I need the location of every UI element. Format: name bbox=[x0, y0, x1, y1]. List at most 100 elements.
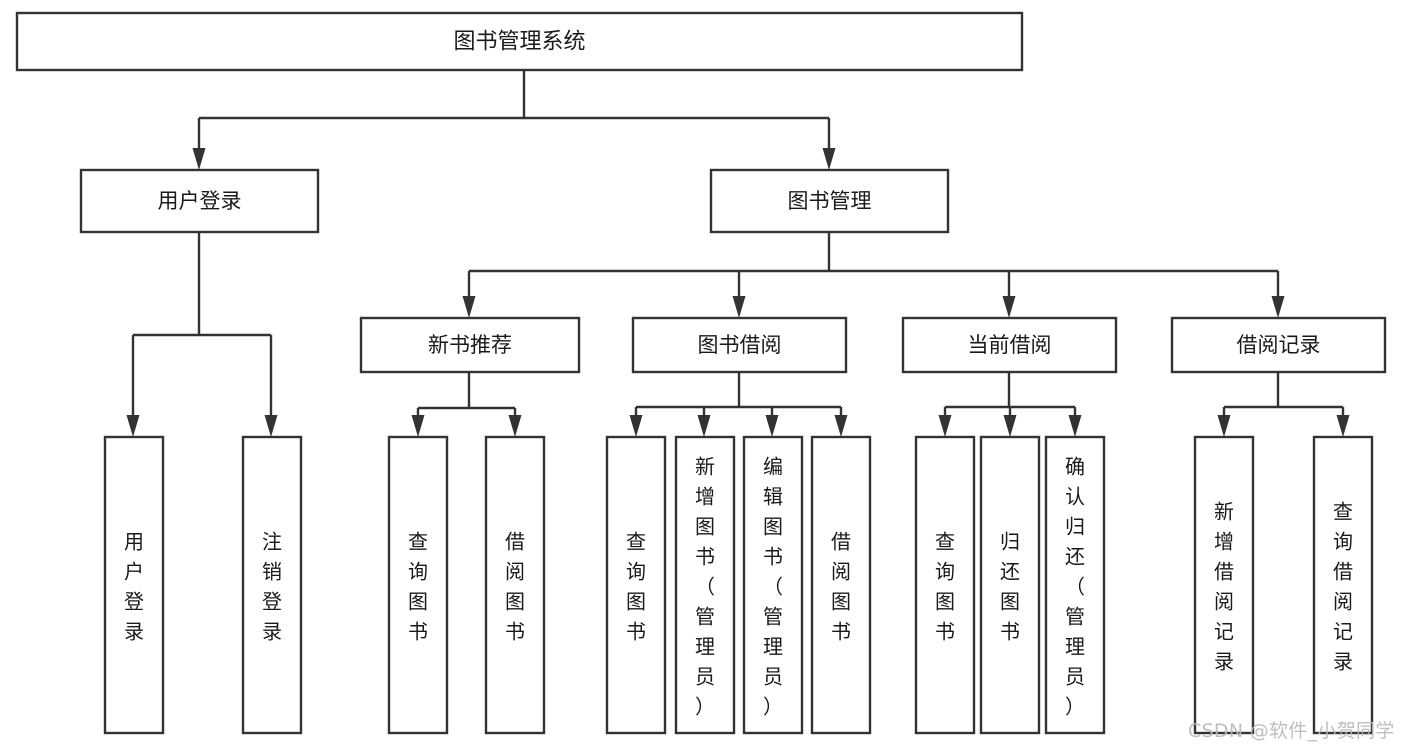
node-label: 新书推荐 bbox=[428, 333, 512, 357]
node-borrow-record[interactable]: 借阅记录 bbox=[1170, 316, 1387, 374]
node-label-char: ） bbox=[1065, 694, 1085, 718]
node-label-char: 阅 bbox=[505, 559, 525, 583]
node-label-char: 图 bbox=[1000, 589, 1020, 613]
node-label-char: 书 bbox=[831, 619, 851, 643]
node-label-char: 员 bbox=[1065, 664, 1085, 688]
node-label-char: 图 bbox=[831, 589, 851, 613]
connector-layer bbox=[126, 70, 1350, 437]
node-label-char: 书 bbox=[935, 619, 955, 643]
connector-record-to-leaves bbox=[1217, 372, 1350, 437]
node-label-char: 录 bbox=[124, 619, 144, 643]
node-label-char: 用 bbox=[124, 529, 144, 553]
node-label-char: ） bbox=[695, 694, 715, 718]
node-label-char: 户 bbox=[124, 559, 144, 583]
node-label-char: 阅 bbox=[831, 559, 851, 583]
node-book-borrow[interactable]: 图书借阅 bbox=[631, 316, 848, 374]
node-label-char: 注 bbox=[262, 529, 282, 553]
node-label-char: 询 bbox=[626, 559, 646, 583]
node-label-char: 借 bbox=[1214, 559, 1234, 583]
node-label-char: 借 bbox=[505, 529, 525, 553]
connector-userlogin-to-leaves bbox=[126, 232, 278, 437]
node-label: 用户登录 bbox=[158, 189, 242, 213]
node-label-char: 登 bbox=[262, 589, 282, 613]
node-label-char: 书 bbox=[505, 619, 525, 643]
node-label-char: 图 bbox=[505, 589, 525, 613]
node-label-char: 图 bbox=[935, 589, 955, 613]
node-label-char: 查 bbox=[935, 529, 955, 553]
node-label-char: ） bbox=[763, 694, 783, 718]
node-label-char: 录 bbox=[1214, 649, 1234, 673]
node-label-char: 员 bbox=[763, 664, 783, 688]
node-label-char: 书 bbox=[1000, 619, 1020, 643]
node-label-char: 理 bbox=[1065, 634, 1085, 658]
node-label-char: 询 bbox=[1333, 529, 1353, 553]
node-label-char: 新 bbox=[1214, 499, 1234, 523]
node-label-char: 记 bbox=[1214, 619, 1234, 643]
node-label-char: 询 bbox=[408, 559, 428, 583]
node-label: 图书管理 bbox=[788, 189, 872, 213]
node-layer: 图书管理系统用户登录图书管理新书推荐图书借阅当前借阅借阅记录用户登录注销登录查询… bbox=[15, 11, 1387, 735]
node-label-char: 管 bbox=[1065, 604, 1085, 628]
node-leaf-user-login[interactable]: 用户登录 bbox=[103, 435, 165, 735]
node-label-char: 辑 bbox=[763, 484, 783, 508]
node-label-char: 归 bbox=[1000, 529, 1020, 553]
node-label-char: 阅 bbox=[1214, 589, 1234, 613]
node-label-char: （ bbox=[763, 574, 783, 598]
node-label-char: 图 bbox=[626, 589, 646, 613]
node-label-char: 查 bbox=[626, 529, 646, 553]
node-label-char: 理 bbox=[763, 634, 783, 658]
node-label-char: 阅 bbox=[1333, 589, 1353, 613]
node-label-char: 记 bbox=[1333, 619, 1353, 643]
node-label-char: 理 bbox=[695, 634, 715, 658]
node-label-char: 书 bbox=[695, 544, 715, 568]
connector-root-to-level2 bbox=[192, 70, 836, 170]
connector-borrow-to-leaves bbox=[629, 372, 848, 437]
node-label: 借阅记录 bbox=[1237, 333, 1321, 357]
node-label-char: 询 bbox=[935, 559, 955, 583]
node-label-char: 确 bbox=[1065, 454, 1085, 478]
node-label-char: 登 bbox=[124, 589, 144, 613]
node-label-char: （ bbox=[1065, 574, 1085, 598]
node-root-图书管理系统[interactable]: 图书管理系统 bbox=[15, 11, 1024, 72]
connector-current-to-leaves bbox=[938, 372, 1082, 437]
node-label-char: 还 bbox=[1000, 559, 1020, 583]
node-label-char: 借 bbox=[1333, 559, 1353, 583]
node-user-login[interactable]: 用户登录 bbox=[79, 168, 320, 234]
node-label-char: 员 bbox=[695, 664, 715, 688]
node-label-char: 管 bbox=[695, 604, 715, 628]
connector-recommend-to-leaves bbox=[411, 372, 522, 437]
node-label-char: 还 bbox=[1065, 544, 1085, 568]
node-label-char: 录 bbox=[1333, 649, 1353, 673]
node-label-char: （ bbox=[695, 574, 715, 598]
node-label-char: 编 bbox=[763, 454, 783, 478]
node-new-book-recommend[interactable]: 新书推荐 bbox=[359, 316, 581, 374]
node-label-char: 图 bbox=[695, 514, 715, 538]
node-label-char: 图 bbox=[408, 589, 428, 613]
node-label-char: 录 bbox=[262, 619, 282, 643]
node-label-char: 增 bbox=[1214, 529, 1234, 553]
node-label-char: 归 bbox=[1065, 514, 1085, 538]
node-book-manage[interactable]: 图书管理 bbox=[709, 168, 950, 234]
node-label-char: 书 bbox=[408, 619, 428, 643]
node-label: 图书借阅 bbox=[698, 333, 782, 357]
node-label-char: 查 bbox=[408, 529, 428, 553]
connector-bookmanage-to-level3 bbox=[462, 232, 1285, 318]
node-label-char: 借 bbox=[831, 529, 851, 553]
node-label-char: 书 bbox=[626, 619, 646, 643]
node-label-char: 图 bbox=[763, 514, 783, 538]
node-current-borrow[interactable]: 当前借阅 bbox=[901, 316, 1118, 374]
